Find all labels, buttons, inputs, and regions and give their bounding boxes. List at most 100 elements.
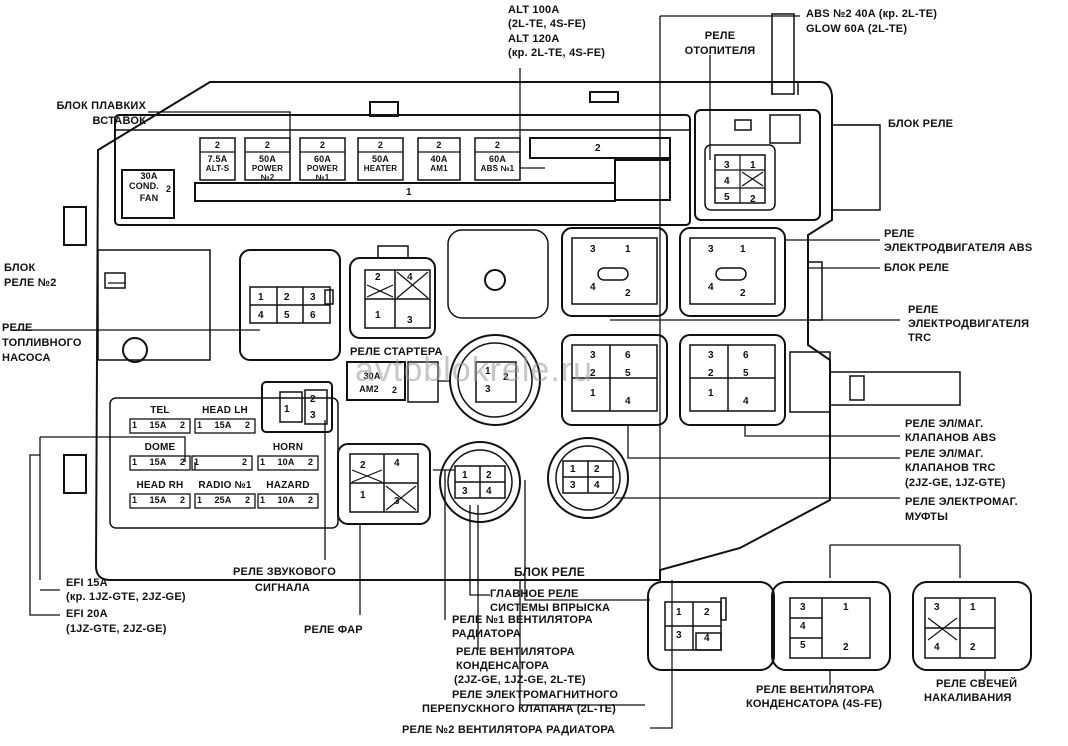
fusible-link-number: 2: [377, 140, 384, 150]
relay-pin-number: 1: [676, 607, 682, 618]
label-abs-valves-1: РЕЛЕ ЭЛ/МАГ.: [905, 418, 984, 430]
label-glow-relay-2: НАКАЛИВАНИЯ: [924, 692, 1012, 704]
fuse-amp: 15A: [149, 495, 167, 505]
relay-pin-number: 4: [708, 282, 714, 293]
relay-pin-number: 3: [570, 480, 576, 491]
label-efi15-note: (кр. 1JZ-GTE, 2JZ-GE): [66, 591, 186, 603]
fuse-pin-a: 1: [132, 457, 138, 467]
relay-pin-number: 1: [570, 464, 576, 475]
relay-detail-glow: [912, 581, 1032, 671]
label-trc-valves-3: (2JZ-GE, 1JZ-GTE): [905, 477, 1006, 489]
label-headlight-relay: РЕЛЕ ФАР: [304, 624, 363, 636]
radiator-fan1-relay: [439, 441, 521, 523]
label-glow-relay-1: РЕЛЕ СВЕЧЕЙ: [936, 678, 1018, 690]
fuse-amp: 15A: [149, 420, 167, 430]
small-relay: [261, 381, 333, 433]
relay-pin-number: 4: [625, 396, 631, 407]
label-fuel-pump-1: РЕЛЕ: [2, 322, 33, 334]
am2-fuse: [346, 361, 406, 401]
label-cond-fan-1: РЕЛЕ ВЕНТИЛЯТОРА: [456, 646, 575, 658]
label-relay-block2-1: БЛОК: [4, 262, 36, 274]
relay-pin-number: 2: [375, 272, 381, 283]
relay-pin-number: 1: [843, 602, 849, 613]
relay-pin-number: 2: [740, 288, 746, 299]
label-trc-valves-1: РЕЛЕ ЭЛ/МАГ.: [905, 448, 984, 460]
fuel-pump-relay: [239, 249, 341, 361]
fuse-pin-a: 1: [197, 420, 203, 430]
relay-pin-number: 3: [708, 244, 714, 255]
relay-detail-4pin: [647, 581, 775, 671]
fusible-link: [357, 137, 404, 181]
fuse-pin-b: 2: [180, 495, 186, 505]
relay-pin-number: 4: [594, 480, 600, 491]
label-rad-fan1-2: РАДИАТОРА: [452, 628, 521, 640]
fusible-link-name: ABS №1: [480, 164, 515, 173]
relay-pin-number: 1: [462, 470, 468, 481]
label-trc-valves-2: КЛАПАНОВ TRC: [905, 462, 996, 474]
relay-pin-number: 1: [625, 244, 631, 255]
fusible-link-number: 2: [319, 140, 326, 150]
relay-pin-number: 5: [800, 640, 806, 651]
label-main-injection-2: СИСТЕМЫ ВПРЫСКА: [490, 602, 611, 614]
fuse: [257, 455, 319, 471]
relay-pin-number: 1: [590, 388, 596, 399]
label-alt-100-note: (2L-TE, 4S-FE): [508, 18, 586, 30]
relay-pin-number: 3: [724, 160, 730, 171]
label-alt-120: ALT 120A: [508, 33, 560, 45]
label-heater-relay-2: ОТОПИТЕЛЯ: [684, 45, 756, 57]
label-relay-block-right: БЛОК РЕЛЕ: [884, 262, 950, 274]
relay-pin-number: 3: [485, 384, 491, 395]
clutch-relay: [547, 437, 629, 519]
fuse-amp: 25A: [214, 495, 232, 505]
relay-pin-number: 3: [800, 602, 806, 613]
fuse-pin-b: 2: [180, 420, 186, 430]
label-heater-relay-1: РЕЛЕ: [704, 30, 736, 42]
fuse-amp: 10A: [277, 495, 295, 505]
heater-relay-block: [694, 109, 821, 221]
relay-pin-number: 4: [800, 621, 806, 632]
relay-pin-number: 2: [843, 642, 849, 653]
label-alt-120-note: (кр. 2L-TE, 4S-FE): [508, 47, 606, 59]
fusible-link-name2: №1: [315, 173, 330, 182]
relay-pin-number: 1: [740, 244, 746, 255]
fusible-link-amp: 50A: [258, 154, 277, 164]
relay-pin-number: 4: [486, 486, 492, 497]
strip-2-number: 2: [595, 143, 601, 154]
fusible-link: [244, 137, 291, 181]
label-abs-motor-relay-2: ЭЛЕКТРОДВИГАТЕЛЯ ABS: [884, 242, 1033, 254]
fusible-link-amp: 7.5A: [207, 154, 228, 164]
relay-pin-number: 3: [590, 350, 596, 361]
fusible-link-number: 2: [214, 140, 221, 150]
relay-pin-number: 6: [310, 310, 316, 321]
relay-pin-number: 2: [503, 372, 509, 383]
relay-pin-number: 2: [284, 292, 290, 303]
fusible-link: [417, 137, 461, 181]
fuse-name: HAZARD: [266, 480, 310, 491]
fusible-link-number: 2: [436, 140, 442, 150]
label-relay-block-top: БЛОК РЕЛЕ: [888, 118, 954, 130]
relay-pin-number: 2: [486, 470, 492, 481]
label-trc-motor-2: ЭЛЕКТРОДВИГАТЕЛЯ: [908, 318, 1030, 330]
fusible-link-name2: №2: [260, 173, 275, 182]
relay-pin-number: 2: [590, 368, 596, 379]
relay-pin-number: 4: [590, 282, 596, 293]
relay-pin-number: 1: [284, 404, 290, 415]
label-cond-fan-4s-1: РЕЛЕ ВЕНТИЛЯТОРА: [756, 684, 875, 696]
relay-pin-number: 4: [704, 633, 710, 644]
fusible-link-amp: 40A: [430, 154, 448, 164]
fuse: [191, 455, 253, 471]
fuse: [129, 455, 191, 471]
label-efi15: EFI 15A: [66, 577, 108, 589]
relay-pin-number: 2: [970, 642, 976, 653]
relay-pin-number: 5: [625, 368, 631, 379]
fusible-link-name: HEATER: [363, 164, 398, 173]
relay-pin-number: 1: [485, 366, 491, 377]
relay-pin-number: 2: [750, 194, 756, 205]
relay-pin-number: 3: [462, 486, 468, 497]
relay-pin-number: 1: [970, 602, 976, 613]
label-clutch-2: МУФТЫ: [905, 511, 949, 523]
cond-fan-fuse-name: COND.: [129, 181, 159, 191]
fuse-name: DOME: [144, 442, 176, 453]
abs-motor-relay-left: [561, 227, 668, 317]
